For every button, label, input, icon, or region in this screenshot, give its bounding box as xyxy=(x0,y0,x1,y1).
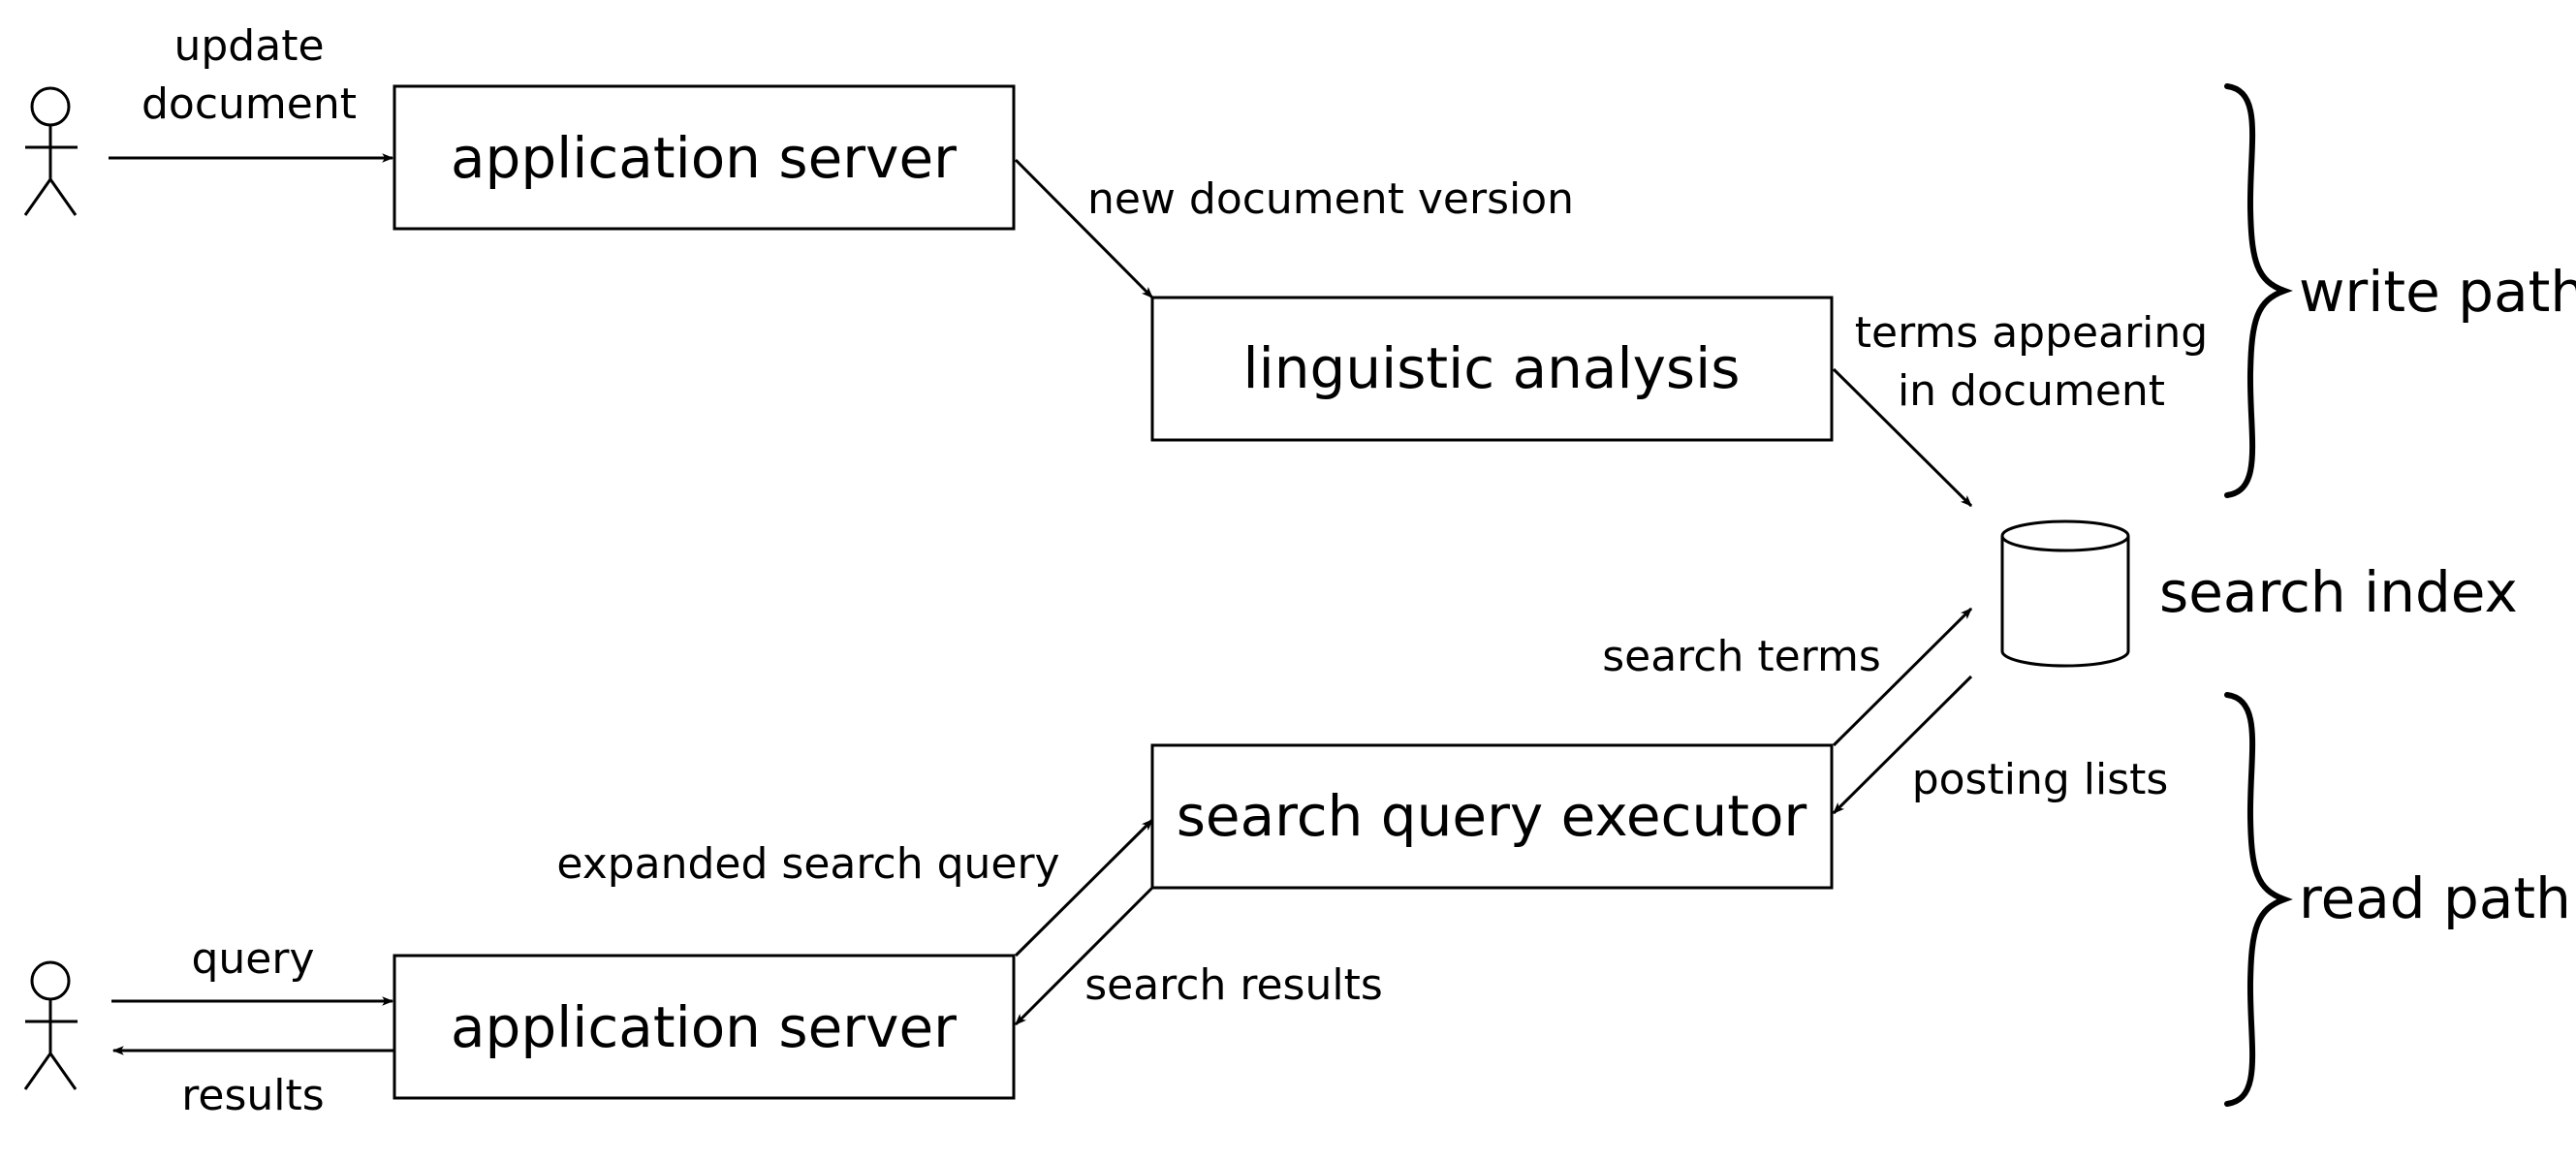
app-server-read-label: application server xyxy=(451,994,957,1060)
app-server-read-box: application server xyxy=(393,954,1016,1100)
search-terms-label: search terms xyxy=(1602,632,1881,681)
write-path-brace xyxy=(2224,83,2293,498)
posting-lists-label: posting lists xyxy=(1912,755,2169,804)
query-label: query xyxy=(191,934,314,984)
expanded-search-query-arrow xyxy=(1014,818,1154,958)
search-query-executor-box: search query executor xyxy=(1150,743,1834,890)
terms-appearing-label-line1: terms appearing xyxy=(1855,308,2208,358)
search-index-cylinder xyxy=(2000,519,2130,668)
write-path-label: write path xyxy=(2299,259,2576,325)
read-path-label: read path xyxy=(2299,865,2571,931)
update-document-label-line2: document xyxy=(141,79,357,129)
writer-actor xyxy=(23,86,78,216)
new-document-version-arrow xyxy=(1014,158,1154,299)
read-path-brace xyxy=(2224,692,2293,1107)
update-document-label-line1: update xyxy=(173,21,324,71)
reader-actor xyxy=(23,960,78,1090)
expanded-search-query-label: expanded search query xyxy=(556,839,1059,889)
terms-appearing-arrow xyxy=(1832,367,1973,508)
new-document-version-label: new document version xyxy=(1087,174,1574,224)
posting-lists-arrow xyxy=(1832,675,1973,815)
search-results-label: search results xyxy=(1084,960,1383,1010)
linguistic-analysis-label: linguistic analysis xyxy=(1243,335,1741,401)
linguistic-analysis-box: linguistic analysis xyxy=(1150,296,1834,442)
app-server-write-label: application server xyxy=(451,125,957,191)
search-terms-arrow xyxy=(1832,607,1973,747)
app-server-write-box: application server xyxy=(393,84,1016,231)
search-results-arrow xyxy=(1014,886,1154,1026)
terms-appearing-label-line2: in document xyxy=(1898,366,2165,416)
search-query-executor-label: search query executor xyxy=(1177,783,1807,849)
results-label: results xyxy=(181,1071,324,1120)
search-index-label: search index xyxy=(2159,559,2518,625)
